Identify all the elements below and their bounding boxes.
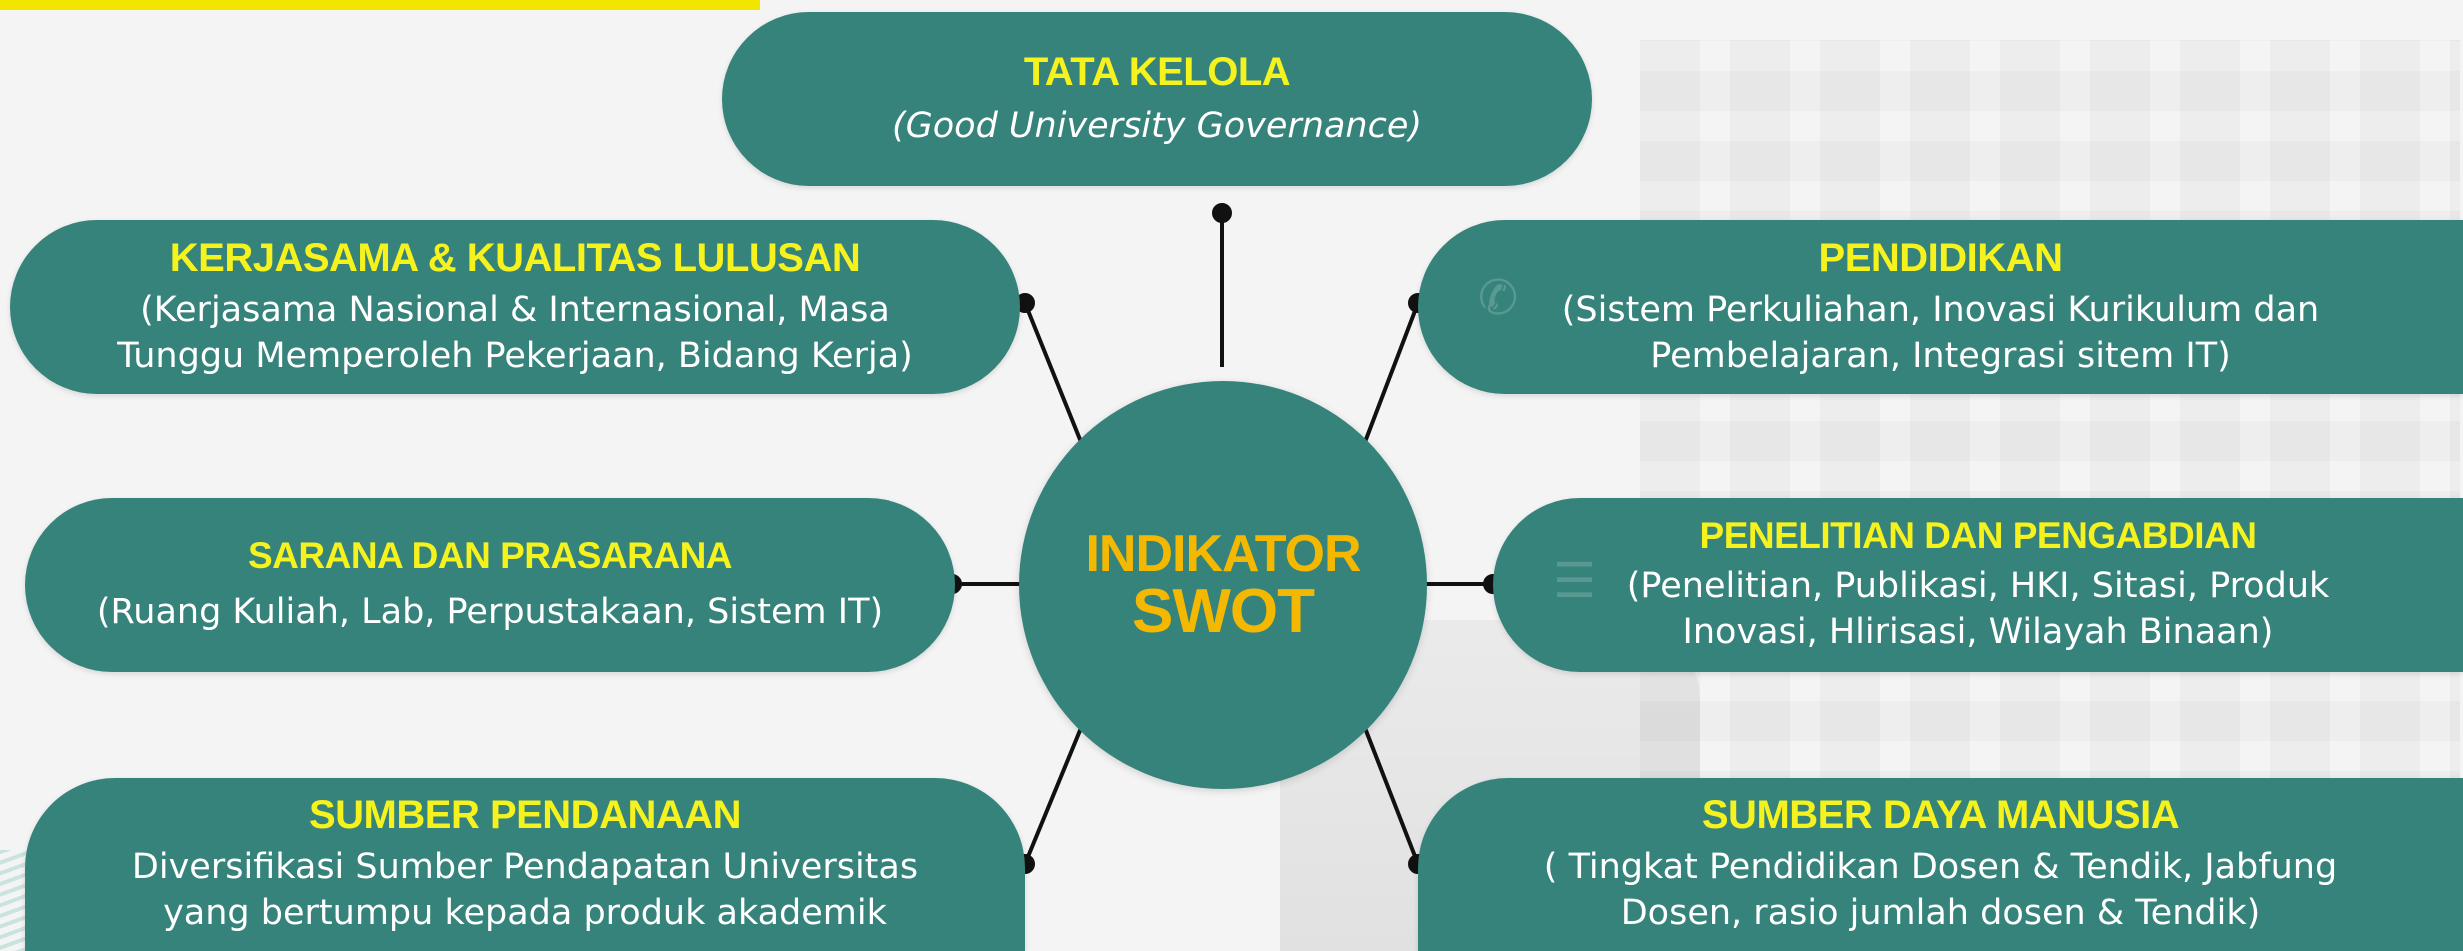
node-sarana-title: SARANA DAN PRASARANA <box>247 535 733 576</box>
node-kerjasama-title: KERJASAMA & KUALITAS LULUSAN <box>169 235 861 280</box>
document-icon: ☰ <box>1553 555 1597 608</box>
top-yellow-band <box>0 0 760 10</box>
node-pendidikan-desc-line2: Pembelajaran, Integrasi sitem IT) <box>1650 335 2231 376</box>
connector-lower-right <box>1363 727 1420 865</box>
hub-line2: SWOT <box>1132 577 1315 646</box>
node-tata-kelola-title: TATA KELOLA <box>1023 49 1291 94</box>
hub-line1: INDIKATOR <box>1085 525 1361 583</box>
connector-upper-left <box>1023 302 1083 443</box>
node-tata-kelola-desc: (Good University Governance) <box>891 105 1423 146</box>
node-pendanaan-title: SUMBER PENDANAAN <box>308 793 742 837</box>
node-tata-kelola: TATA KELOLA (Good University Governance) <box>722 12 1592 186</box>
node-penelitian-desc-line2: Inovasi, Hlirisasi, Wilayah Binaan) <box>1682 612 2274 652</box>
node-pendanaan-desc-line2: yang bertumpu kepada produk akademik <box>163 893 887 933</box>
connector-lower-left <box>1023 727 1083 865</box>
node-kerjasama-desc-line1: (Kerjasama Nasional & Internasional, Mas… <box>140 289 890 330</box>
hub-indikator-swot: INDIKATOR SWOT <box>1019 381 1427 789</box>
connector-upper-right <box>1363 302 1420 443</box>
node-pendidikan-desc-line1: (Sistem Perkuliahan, Inovasi Kurikulum d… <box>1561 289 2320 330</box>
node-sarana-desc: (Ruang Kuliah, Lab, Perpustakaan, Sistem… <box>96 592 884 632</box>
node-penelitian-title: PENELITIAN DAN PENGABDIAN <box>1699 515 2257 556</box>
node-sdm-desc-line2: Dosen, rasio jumlah dosen & Tendik) <box>1620 893 2261 933</box>
node-sdm: SUMBER DAYA MANUSIA ( Tingkat Pendidikan… <box>1418 778 2463 951</box>
node-pendanaan: SUMBER PENDANAAN Diversifikasi Sumber Pe… <box>25 778 1025 951</box>
node-penelitian-desc-line1: (Penelitian, Publikasi, HKI, Sitasi, Pro… <box>1626 566 2330 606</box>
node-penelitian: ☰ PENELITIAN DAN PENGABDIAN (Penelitian,… <box>1493 498 2463 672</box>
node-sarana: SARANA DAN PRASARANA (Ruang Kuliah, Lab,… <box>25 498 955 672</box>
node-sdm-desc-line1: ( Tingkat Pendidikan Dosen & Tendik, Jab… <box>1543 847 2338 887</box>
node-pendanaan-desc-line1: Diversifikasi Sumber Pendapatan Universi… <box>131 847 919 887</box>
node-kerjasama-desc-line2: Tunggu Memperoleh Pekerjaan, Bidang Kerj… <box>117 335 913 376</box>
node-kerjasama: KERJASAMA & KUALITAS LULUSAN (Kerjasama … <box>10 220 1020 394</box>
connector-dot-top <box>1212 203 1232 223</box>
phone-icon: ✆ <box>1478 272 1519 325</box>
node-pendidikan-title: PENDIDIKAN <box>1818 235 2063 280</box>
node-pendidikan: ✆ PENDIDIKAN (Sistem Perkuliahan, Inovas… <box>1418 220 2463 394</box>
node-sdm-title: SUMBER DAYA MANUSIA <box>1701 793 2180 837</box>
